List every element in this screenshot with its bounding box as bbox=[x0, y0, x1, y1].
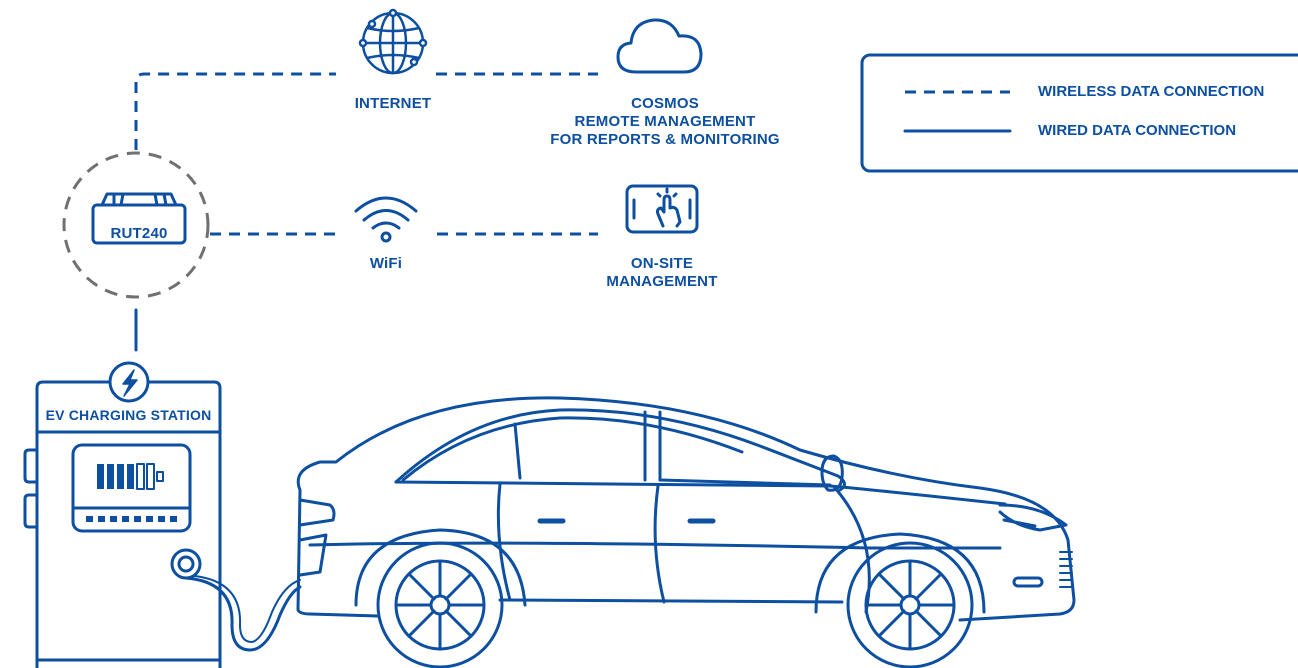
cosmos-label-line-1: COSMOS bbox=[631, 95, 699, 112]
onsite-label: ON-SITE MANAGEMENT bbox=[587, 255, 737, 291]
station-display bbox=[71, 443, 192, 533]
cosmos-label: COSMOS REMOTE MANAGEMENT FOR REPORTS & M… bbox=[550, 95, 780, 149]
router-label: RUT240 bbox=[110, 225, 168, 242]
globe-icon bbox=[358, 8, 428, 75]
electric-car-icon bbox=[296, 396, 1076, 668]
rear-wheel bbox=[376, 541, 504, 668]
lightning-icon bbox=[122, 369, 138, 397]
internet-label: INTERNET bbox=[354, 95, 432, 112]
station-label: EV CHARGING STATION bbox=[45, 407, 212, 423]
wireless-connection-internet-router bbox=[134, 72, 336, 150]
wifi-label: WiFi bbox=[369, 255, 403, 272]
battery-level-icon bbox=[97, 464, 134, 489]
onsite-label-line-2: MANAGEMENT bbox=[606, 273, 718, 290]
wifi-icon bbox=[354, 196, 418, 243]
charging-station bbox=[23, 361, 222, 668]
cloud-icon bbox=[616, 18, 703, 74]
onsite-label-line-1: ON-SITE bbox=[630, 255, 694, 272]
cosmos-label-line-2: REMOTE MANAGEMENT bbox=[574, 113, 756, 130]
tablet-touch-icon bbox=[625, 184, 699, 234]
charging-cable bbox=[184, 576, 302, 652]
front-wheel bbox=[846, 541, 974, 668]
legend-box bbox=[860, 53, 1298, 173]
charging-socket bbox=[170, 548, 202, 580]
router-zone-circle bbox=[62, 151, 210, 299]
cosmos-label-line-3: FOR REPORTS & MONITORING bbox=[550, 131, 780, 148]
legend-wired-label: WIRED DATA CONNECTION bbox=[1038, 122, 1237, 139]
legend-wireless-label: WIRELESS DATA CONNECTION bbox=[1038, 83, 1265, 100]
router-icon bbox=[91, 192, 187, 245]
